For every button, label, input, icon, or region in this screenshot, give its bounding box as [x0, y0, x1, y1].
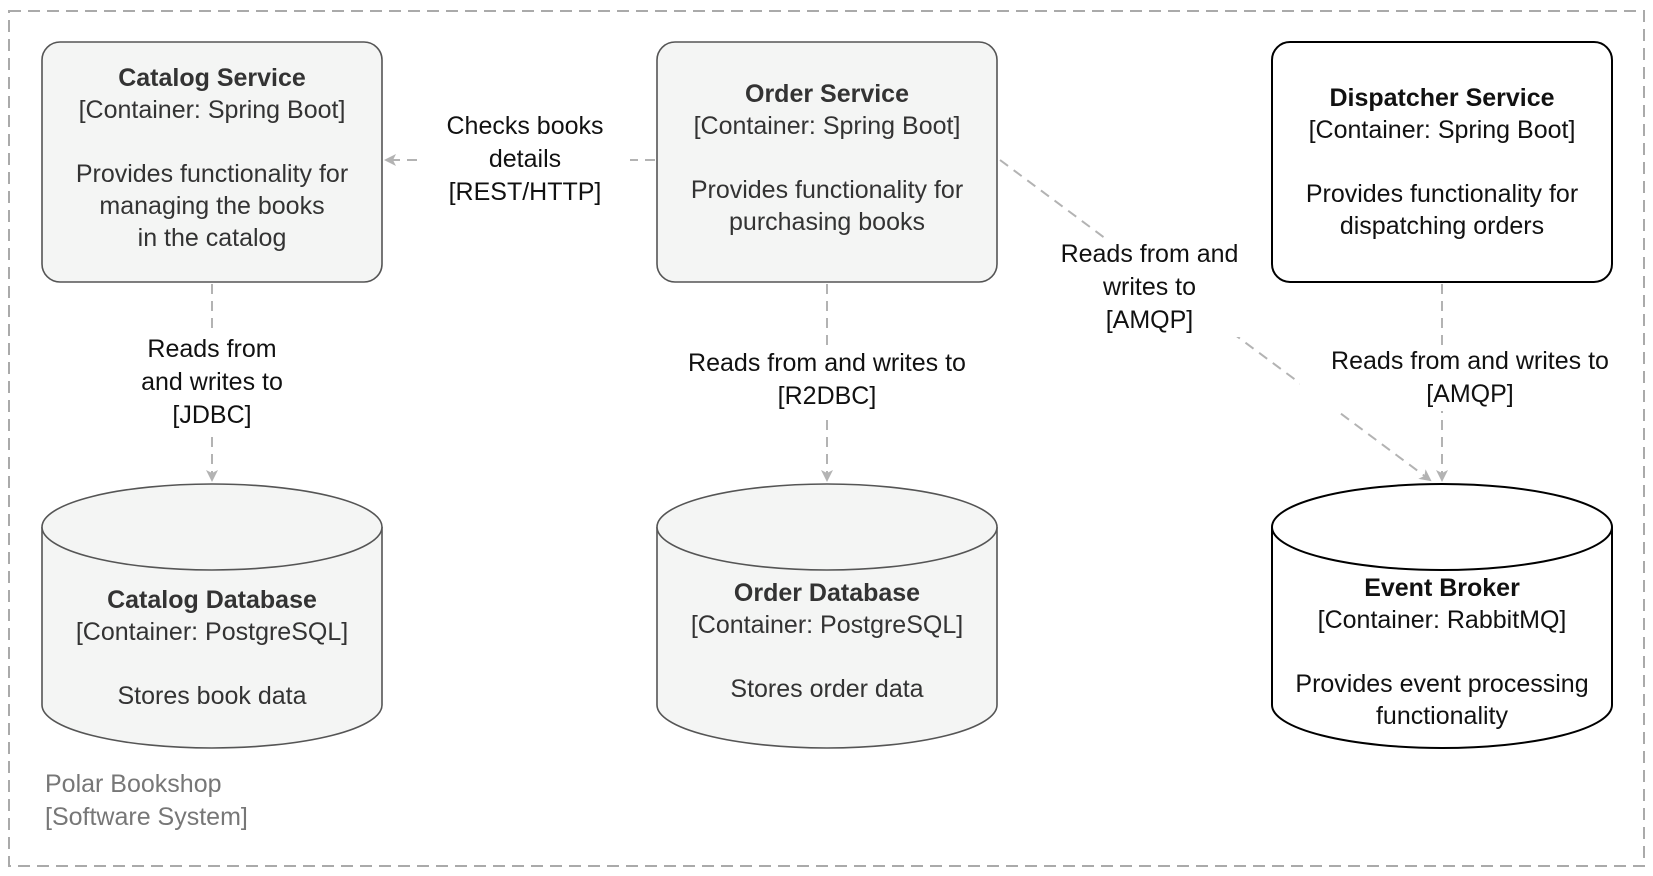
catalog-service-label: Catalog Service [Container: Spring Boot]…: [42, 62, 382, 254]
relation-label-line: writes to: [1102, 273, 1197, 301]
dispatcher-service-label: Dispatcher Service [Container: Spring Bo…: [1272, 82, 1612, 242]
order-database-title: Order Database: [733, 579, 921, 607]
event-broker-tech: [Container: RabbitMQ]: [1317, 606, 1567, 634]
order-database-label: Order Database [Container: PostgreSQL] S…: [657, 577, 997, 705]
dispatcher-service-desc-line: Provides functionality for: [1305, 180, 1579, 208]
catalog-service-desc-line: managing the books: [99, 192, 325, 220]
event-broker-desc-line: functionality: [1375, 702, 1509, 730]
dispatcher-service-desc-line: dispatching orders: [1339, 212, 1545, 240]
order-service-tech: [Container: Spring Boot]: [693, 112, 961, 140]
relation-label-line: [AMQP]: [1105, 306, 1194, 334]
relation-label-line: details: [488, 145, 562, 173]
relation-label-line: [JDBC]: [172, 401, 252, 429]
order-service-desc-line: purchasing books: [729, 208, 925, 236]
relation-label-order-to-broker: Reads from and writes to [AMQP]: [1042, 238, 1257, 337]
system-boundary: [8, 10, 1645, 867]
system-boundary-label: Polar Bookshop [Software System]: [45, 768, 248, 834]
relation-label-line: Reads from and writes to: [688, 349, 966, 377]
relation-label-dispatcher-to-broker: Reads from and writes to [AMQP]: [1300, 345, 1640, 411]
order-database-tech: [Container: PostgreSQL]: [690, 611, 964, 639]
relation-label-line: and writes to: [141, 368, 283, 396]
order-service-label: Order Service [Container: Spring Boot] P…: [657, 78, 997, 238]
order-database-cylinder[interactable]: [656, 483, 998, 749]
event-broker-label: Event Broker [Container: RabbitMQ] Provi…: [1272, 572, 1612, 732]
relation-label-line: Reads from: [147, 335, 277, 363]
relation-label-line: [R2DBC]: [777, 382, 877, 410]
order-service-desc-line: Provides functionality for: [690, 176, 964, 204]
event-broker-title: Event Broker: [1364, 574, 1520, 602]
catalog-service-desc-line: in the catalog: [137, 224, 287, 252]
catalog-service-desc-line: Provides functionality for: [75, 160, 349, 188]
catalog-service-box[interactable]: [41, 41, 383, 283]
dispatcher-service-tech: [Container: Spring Boot]: [1308, 116, 1576, 144]
event-broker-cylinder[interactable]: [1271, 483, 1613, 749]
order-service-title: Order Service: [745, 80, 909, 108]
catalog-database-label: Catalog Database [Container: PostgreSQL]…: [42, 584, 382, 712]
catalog-service-tech: [Container: Spring Boot]: [78, 96, 346, 124]
catalog-database-title: Catalog Database: [107, 586, 317, 614]
relation-label-catalog-to-db: Reads from and writes to [JDBC]: [112, 333, 312, 432]
relation-label-order-to-db: Reads from and writes to [R2DBC]: [657, 347, 997, 413]
dispatcher-service-title: Dispatcher Service: [1329, 84, 1555, 112]
catalog-database-tech: [Container: PostgreSQL]: [75, 618, 349, 646]
relation-label-line: Reads from and: [1060, 240, 1239, 268]
order-database-desc: Stores order data: [730, 675, 924, 703]
relation-label-line: [AMQP]: [1426, 380, 1514, 408]
relation-label-order-to-catalog: Checks books details [REST/HTTP]: [420, 110, 630, 209]
arrow-order-to-broker: [999, 159, 1432, 482]
relation-label-line: [REST/HTTP]: [448, 178, 602, 206]
event-broker-desc-line: Provides event processing: [1295, 670, 1589, 698]
catalog-database-cylinder[interactable]: [41, 483, 383, 749]
system-boundary-type: [Software System]: [45, 803, 248, 831]
relation-label-line: Reads from and writes to: [1331, 347, 1609, 375]
order-service-box[interactable]: [656, 41, 998, 283]
system-boundary-name: Polar Bookshop: [45, 770, 222, 798]
dispatcher-service-box[interactable]: [1271, 41, 1613, 283]
catalog-service-title: Catalog Service: [118, 64, 306, 92]
catalog-database-desc: Stores book data: [117, 682, 307, 710]
relation-label-line: Checks books: [446, 112, 604, 140]
